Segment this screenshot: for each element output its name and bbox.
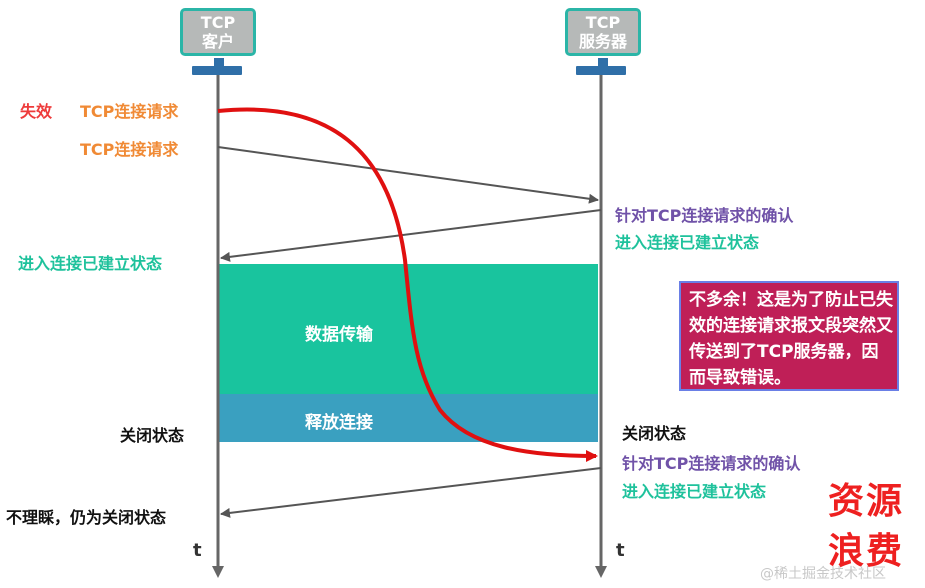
left-closed-label: 关闭状态 <box>120 426 185 445</box>
left-request-label-1: TCP连接请求 <box>80 102 179 121</box>
left-ignore-label: 不理睬，仍为关闭状态 <box>6 508 167 527</box>
explanation-note: 不多余！这是为了防止已失效的连接请求报文段突然又传送到了TCP服务器，因而导致错… <box>679 281 899 391</box>
right-ack-label-2: 针对TCP连接请求的确认 <box>622 454 801 473</box>
left-established-label: 进入连接已建立状态 <box>18 254 163 273</box>
data-transfer-label: 数据传输 <box>305 325 373 345</box>
client-line2: 客户 <box>201 32 234 51</box>
server-line2: 服务器 <box>578 32 627 51</box>
watermark: @稀土掘金技术社区 <box>760 566 886 582</box>
release-connection-band <box>219 394 598 442</box>
server-node: TCP 服务器 <box>565 8 641 56</box>
right-established-label-1: 进入连接已建立状态 <box>615 233 760 252</box>
resource-waste-label-2: 浪费 <box>828 531 905 572</box>
invalid-tag: 失效 <box>20 102 53 121</box>
right-ack-label-1: 针对TCP连接请求的确认 <box>615 206 794 225</box>
delayed-request-curve <box>217 107 598 462</box>
resource-waste-label-1: 资源 <box>828 481 905 522</box>
client-stand <box>214 58 224 66</box>
client-base <box>192 66 242 75</box>
server-timeline-arrowhead <box>595 566 607 578</box>
release-connection-label: 释放连接 <box>305 413 373 433</box>
request-arrow <box>217 146 599 204</box>
late-ack-arrow <box>220 467 602 518</box>
ack-arrow <box>220 209 602 262</box>
right-closed-label: 关闭状态 <box>622 424 687 443</box>
right-established-label-2: 进入连接已建立状态 <box>622 482 767 501</box>
server-base <box>576 66 626 75</box>
server-line1: TCP <box>585 13 621 32</box>
left-request-label-2: TCP连接请求 <box>80 140 179 159</box>
client-line1: TCP <box>200 13 236 32</box>
server-stand <box>598 58 608 66</box>
client-node: TCP 客户 <box>180 8 256 56</box>
client-time-label: t <box>193 540 202 561</box>
client-timeline-arrowhead <box>212 566 224 578</box>
server-time-label: t <box>616 540 625 561</box>
